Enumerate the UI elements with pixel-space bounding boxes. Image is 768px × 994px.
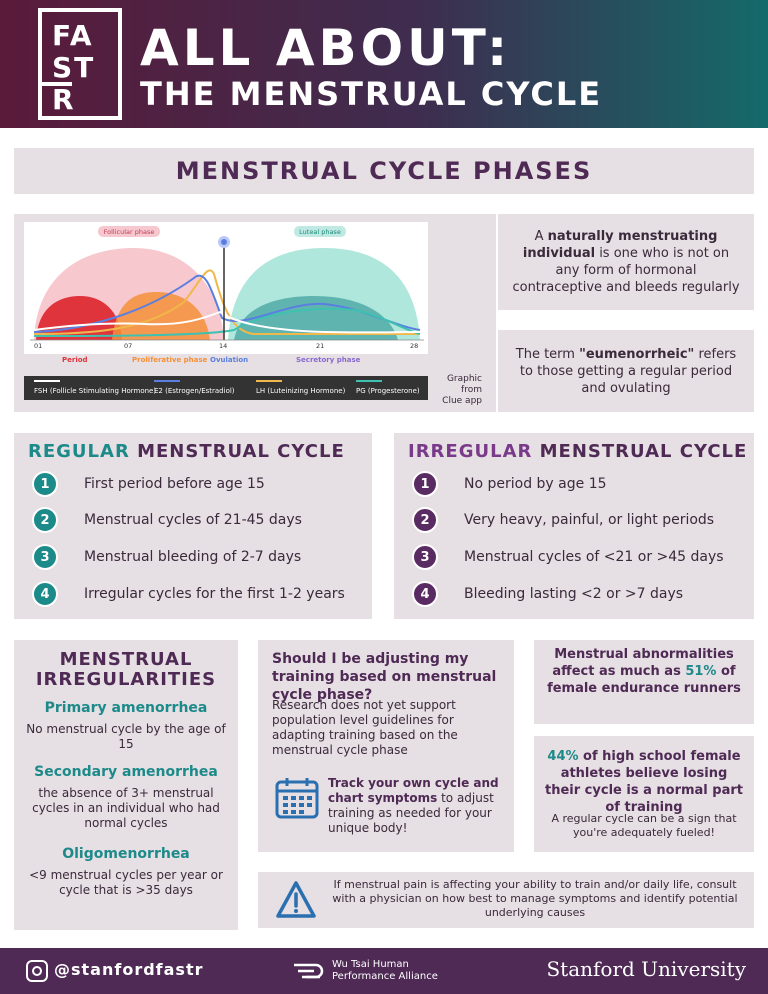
number-badge: 2 — [32, 507, 58, 533]
logo-bar — [42, 82, 72, 86]
phase-label-luteal: Luteal phase — [299, 228, 341, 236]
oligomenorrhea-desc: <9 menstrual cycles per year or cycle th… — [29, 868, 223, 897]
graphic-credit: Graphic from Clue app — [442, 374, 482, 406]
number-badge: 2 — [412, 507, 438, 533]
header-banner: FA ST R ALL ABOUT: THE MENSTRUAL CYCLE — [0, 0, 768, 128]
primary-amenorrhea-title: Primary amenorrhea — [44, 700, 208, 716]
page-title: ALL ABOUT: — [140, 19, 512, 77]
oligomenorrhea-title: Oligomenorrhea — [62, 846, 190, 862]
number-badge: 4 — [32, 581, 58, 607]
ovulation-dot — [221, 239, 227, 245]
alliance-name: Wu Tsai Human Performance Alliance — [332, 959, 438, 982]
x-tick: 28 — [410, 342, 418, 350]
page-subtitle: THE MENSTRUAL CYCLE — [140, 75, 603, 113]
number-badge: 3 — [412, 544, 438, 570]
sub-phase-proliferative: Proliferative phase — [132, 356, 208, 364]
period-dot — [105, 309, 111, 315]
x-tick: 21 — [316, 342, 324, 350]
phase-pill-luteal — [294, 226, 346, 237]
warning-icon — [276, 881, 316, 918]
stat-high-school-athletes: 44% of high school female athletes belie… — [534, 736, 754, 852]
number-badge: 1 — [412, 471, 438, 497]
instagram-icon — [26, 960, 48, 982]
logo-line-2: ST — [52, 51, 96, 84]
warning-text: If menstrual pain is affecting your abil… — [332, 878, 738, 919]
phase-label-follicular: Follicular phase — [104, 228, 155, 236]
training-question: Should I be adjusting my training based … — [272, 651, 497, 703]
social-handle-link[interactable]: @stanfordfastr — [54, 960, 204, 979]
info-naturally-menstruating: A naturally menstruating individual is o… — [498, 214, 754, 310]
stat-subtext: A regular cycle can be a sign that you'r… — [551, 812, 737, 839]
legend-item-fsh: FSH (Follicle Stimulating Hormone) — [34, 380, 156, 395]
wu-tsai-logo-icon — [294, 963, 324, 979]
secondary-amenorrhea-desc: the absence of 3+ menstrual cycles in an… — [32, 786, 220, 830]
sub-phase-ovulation: Ovulation — [210, 356, 248, 364]
legend-item-pg: PG (Progesterone) — [356, 380, 420, 395]
chart-legend: FSH (Follicle Stimulating Hormone) E2 (E… — [24, 376, 428, 400]
logo-line-1: FA — [52, 19, 94, 52]
pg-line — [33, 307, 421, 337]
logo-line-3: R — [52, 83, 76, 116]
number-badge: 3 — [32, 544, 58, 570]
fastr-logo: FA ST R — [38, 8, 122, 120]
sub-phase-period: Period — [62, 356, 88, 364]
x-tick: 01 — [34, 342, 42, 350]
x-tick: 07 — [124, 342, 132, 350]
menstrual-irregularities-panel: MENSTRUAL IRREGULARITIES Primary amenorr… — [14, 640, 238, 930]
phase-pill-follicular — [98, 226, 160, 237]
sub-phase-secretory: Secretory phase — [296, 356, 361, 364]
period-lobe — [36, 296, 122, 340]
info-eumenorrheic: The term "eumenorrheic" refers to those … — [498, 330, 754, 412]
x-tick: 14 — [219, 342, 227, 350]
training-tip: Track your own cycle and chart symptoms … — [328, 776, 499, 835]
stanford-wordmark: Stanford University — [546, 957, 746, 981]
number-badge: 4 — [412, 581, 438, 607]
stat-endurance-runners: Menstrual abnormalities affect as much a… — [534, 640, 754, 724]
sub-phase-labels: Period Proliferative phase Ovulation Sec… — [62, 356, 361, 364]
calendar-icon — [275, 778, 319, 819]
irregular-title: IRREGULAR MENSTRUAL CYCLE — [408, 441, 748, 462]
warning-panel: If menstrual pain is affecting your abil… — [258, 872, 754, 928]
hormone-chart: Follicular phase Luteal phase 01 07 14 — [30, 226, 424, 350]
chart-card: Follicular phase Luteal phase 01 07 14 — [24, 222, 428, 354]
lh-line — [33, 269, 420, 335]
footer: @stanfordfastr Wu Tsai Human Performance… — [0, 948, 768, 994]
number-badge: 1 — [32, 471, 58, 497]
legend-item-e2: E2 (Estrogen/Estradiol) — [154, 380, 235, 395]
fsh-line — [33, 310, 421, 334]
secondary-amenorrhea-title: Secondary amenorrhea — [34, 764, 218, 780]
primary-amenorrhea-desc: No menstrual cycle by the age of 15 — [26, 722, 226, 751]
legend-item-lh: LH (Luteinizing Hormone) — [256, 380, 345, 395]
training-panel: Should I be adjusting my training based … — [258, 640, 514, 852]
cycle-phase-graphic: Follicular phase Luteal phase 01 07 14 — [14, 214, 496, 412]
irregularities-heading: MENSTRUAL IRREGULARITIES — [35, 649, 217, 690]
section-title: MENSTRUAL CYCLE PHASES — [14, 148, 754, 194]
training-answer: Research does not yet support population… — [272, 698, 458, 757]
regular-title: REGULAR MENSTRUAL CYCLE — [28, 441, 345, 462]
